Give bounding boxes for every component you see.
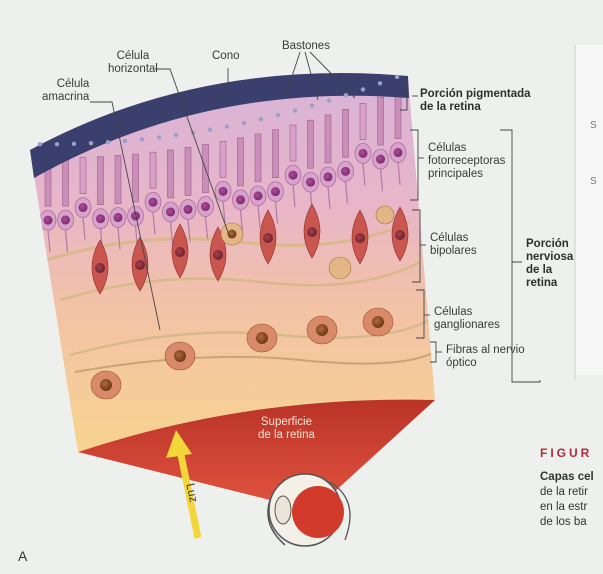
cone-cell (220, 141, 226, 177)
photoreceptor-nucleus (359, 149, 368, 158)
bipolar-nucleus (307, 227, 317, 237)
rod-cell (273, 130, 279, 178)
rod-cell (255, 134, 261, 182)
ganglion-nucleus (316, 324, 328, 336)
pigment-granule (123, 139, 127, 143)
label-porcion-pigmentada: Porción pigmentadade la retina (420, 88, 531, 114)
cone-cell (150, 152, 156, 188)
label-ganglionares: Célulasganglionares (434, 306, 500, 332)
bipolar-nucleus (175, 247, 185, 257)
rod-cell (308, 120, 314, 168)
photoreceptor-nucleus (61, 216, 70, 225)
pigment-granule (174, 133, 178, 137)
bipolar-nucleus (355, 233, 365, 243)
label-luz: Luz (183, 482, 200, 504)
pigment-granule (89, 141, 93, 145)
photoreceptor-nucleus (376, 155, 385, 164)
ganglion-nucleus (174, 350, 186, 362)
rod-cell (115, 156, 121, 204)
photoreceptor-nucleus (184, 205, 193, 214)
photoreceptor-nucleus (306, 178, 315, 187)
rod-cell (343, 109, 349, 157)
photoreceptor-nucleus (254, 191, 263, 200)
ganglion-nucleus (100, 379, 112, 391)
photoreceptor-nucleus (271, 187, 280, 196)
pigment-granule (276, 113, 280, 117)
pigment-granule (157, 135, 161, 139)
page-edge (575, 45, 603, 375)
pigment-granule (72, 142, 76, 146)
photoreceptor-nucleus (394, 148, 403, 157)
margin-letter: S (590, 176, 597, 187)
cone-cell (80, 158, 86, 194)
pigment-granule (38, 142, 42, 146)
photoreceptor-nucleus (219, 187, 228, 196)
pigment-granule (225, 124, 229, 128)
label-cono: Cono (212, 50, 240, 63)
rod-cell (98, 157, 104, 205)
photoreceptor-nucleus (166, 207, 175, 216)
rod-cell (395, 91, 401, 139)
bipolar-nucleus (95, 263, 105, 273)
rod-cell (185, 147, 191, 195)
pigment-granule (242, 121, 246, 125)
bipolar-nucleus (135, 260, 145, 270)
bipolar-nucleus (263, 233, 273, 243)
pigment-granule (378, 81, 382, 85)
figure-title: FIGUR (540, 446, 592, 460)
rod-cell (133, 154, 139, 202)
pigment-granule (55, 142, 59, 146)
cone-cell (290, 125, 296, 161)
photoreceptor-nucleus (341, 167, 350, 176)
pigment-granule (310, 104, 314, 108)
figure-caption: Capas cel de la retir en la estr de los … (540, 470, 594, 530)
panel-label: A (18, 548, 27, 564)
rod-cell (168, 150, 174, 198)
bipolar-nucleus (395, 230, 405, 240)
label-celula-amacrina: Célulaamacrina (42, 78, 89, 104)
margin-letter: S (590, 120, 597, 131)
ganglion-nucleus (256, 332, 268, 344)
rod-cell (238, 138, 244, 186)
pigment-granule (327, 98, 331, 102)
ganglion-nucleus (372, 316, 384, 328)
rod-cell (325, 115, 331, 163)
pigment-granule (140, 137, 144, 141)
pigment-granule (344, 93, 348, 97)
rod-cell (63, 158, 69, 206)
amacrine-cell (329, 257, 351, 279)
pigment-granule (208, 128, 212, 132)
pigment-granule (259, 117, 263, 121)
photoreceptor-nucleus (289, 171, 298, 180)
rod-cell (378, 97, 384, 145)
photoreceptor-nucleus (149, 198, 158, 207)
amacrine-cell (376, 206, 394, 224)
photoreceptor-nucleus (96, 214, 105, 223)
photoreceptor-nucleus (79, 203, 88, 212)
photoreceptor-nucleus (324, 172, 333, 181)
photoreceptor-nucleus (236, 195, 245, 204)
bipolar-nucleus (213, 250, 223, 260)
pigment-granule (106, 140, 110, 144)
photoreceptor-nucleus (44, 216, 53, 225)
pigment-granule (293, 108, 297, 112)
photoreceptor-nucleus (201, 202, 210, 211)
photoreceptor-nucleus (114, 213, 123, 222)
cone-cell (360, 103, 366, 139)
pigment-granule (361, 87, 365, 91)
label-bastones: Bastones (282, 40, 330, 53)
pigment-granule (395, 75, 399, 79)
